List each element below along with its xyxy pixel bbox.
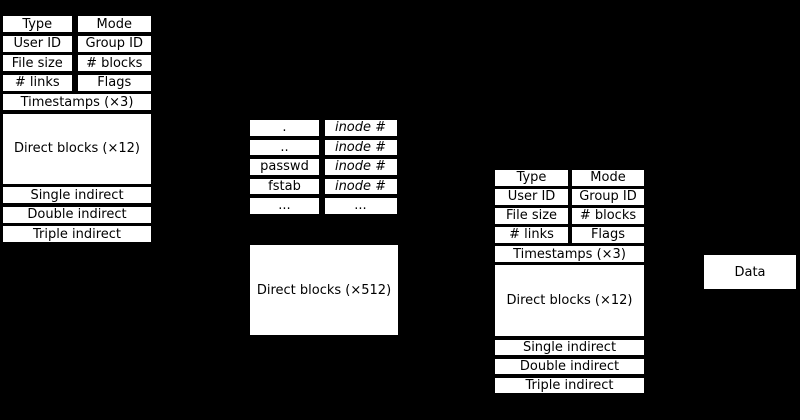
inode-field-num-blocks: # blocks [571,207,645,225]
inode-field-group-id: Group ID [76,34,152,53]
directory-entry-name: . [249,119,320,137]
inode-field-single-indirect: Single indirect [494,338,645,356]
directory-entry-name: fstab [249,177,320,195]
inode-field-single-indirect: Single indirect [2,186,152,204]
inode-field-direct-blocks: Direct blocks (×12) [494,264,645,337]
inode-field-file-size: File size [2,54,73,72]
inode-field-num-blocks: # blocks [76,54,152,72]
directory-entry-inode: inode # [323,158,398,176]
inode-field-file-size: File size [494,207,569,225]
directory-entry-name: .. [249,138,320,156]
inode-field-type: Type [2,15,73,33]
inode-field-timestamps: Timestamps (×3) [2,93,152,111]
inode-field-user-id: User ID [494,188,569,206]
inode-field-type: Type [494,169,569,187]
directory-entry-inode: inode # [323,119,398,137]
directory-entry-inode: inode # [323,177,398,195]
inode-field-triple-indirect: Triple indirect [2,225,152,243]
inode-field-triple-indirect: Triple indirect [494,376,645,394]
inode-field-group-id: Group ID [571,188,645,206]
inode-field-mode: Mode [571,169,645,187]
inode-field-flags: Flags [76,73,152,92]
inode-field-flags: Flags [571,226,645,244]
inode-field-num-links: # links [2,73,73,92]
inode-field-timestamps: Timestamps (×3) [494,245,645,263]
directory-entry-inode: ... [323,197,398,215]
inode-field-direct-blocks: Direct blocks (×12) [2,112,152,185]
directory-entry-name: passwd [249,158,320,176]
inode-field-double-indirect: Double indirect [2,205,152,224]
directory-entry-inode: inode # [323,138,398,156]
inode-field-user-id: User ID [2,34,73,53]
data-box: Data [703,254,797,290]
inode-field-mode: Mode [76,15,152,33]
inode-field-num-links: # links [494,226,569,244]
directory-entry-name: ... [249,197,320,215]
indirect-block-box: Direct blocks (×512) [249,244,399,336]
inode-field-double-indirect: Double indirect [494,357,645,375]
